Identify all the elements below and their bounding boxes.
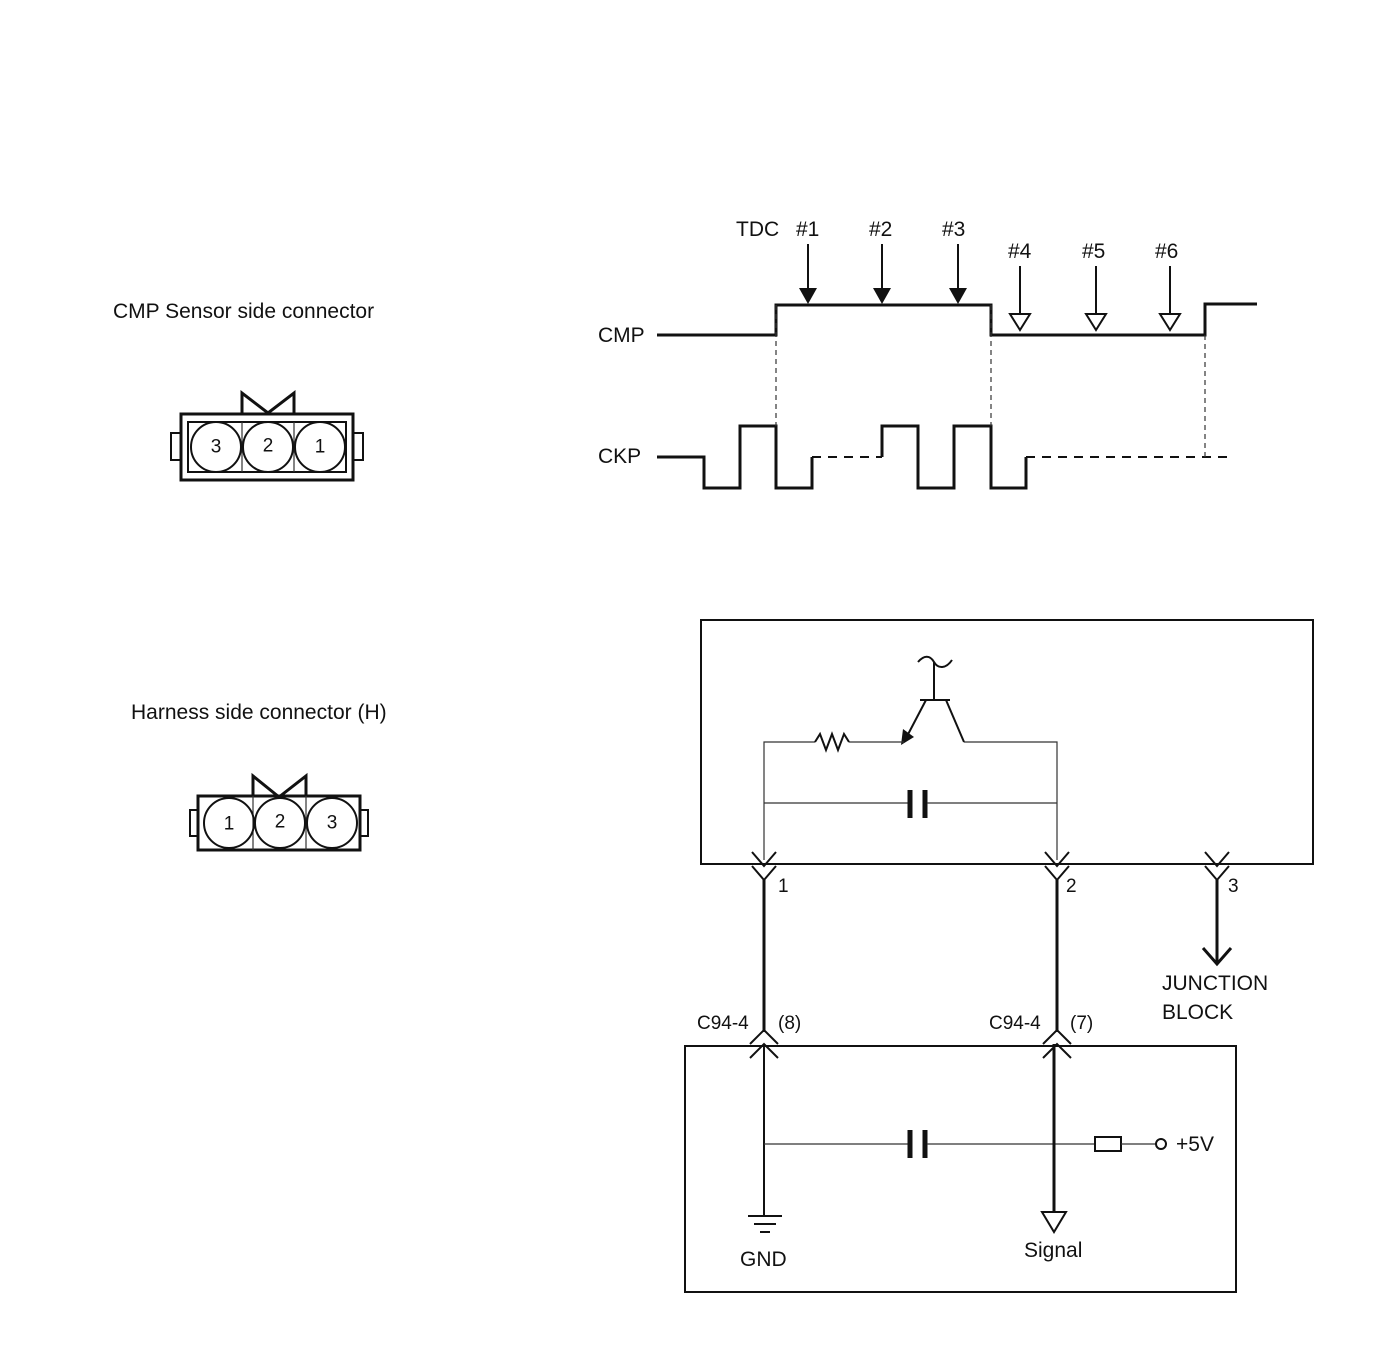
cmp-ckp-waveform: TDC #1 #2 #3 #4 #5 #6 (598, 218, 1257, 490)
resistor-icon (814, 731, 850, 753)
sensor-connector-body: 3 2 1 (170, 389, 364, 482)
pullup-resistor-icon (1094, 1136, 1122, 1152)
sensor-pin-label: 1 (315, 437, 326, 458)
sensor-pin-number: 3 (1228, 876, 1239, 897)
signal-label: Signal (1024, 1239, 1082, 1262)
sensor-box (700, 619, 1314, 865)
junction-label: JUNCTION (1162, 972, 1268, 995)
terminal-icon (1204, 851, 1230, 882)
filled-arrow-icon (873, 244, 891, 304)
hollow-arrow-icon (1158, 266, 1182, 332)
marker-label-2: #2 (869, 218, 892, 241)
capacitor-icon (907, 1130, 928, 1158)
connector-label-right: C94-4 (989, 1013, 1041, 1034)
harness-pin-label: 3 (327, 813, 338, 834)
cmp-trace (657, 302, 1257, 337)
capacitor-icon (907, 790, 928, 818)
supply-terminal-icon (1155, 1138, 1167, 1150)
arrow-down-icon (1201, 947, 1233, 967)
sensor-pin-1 (294, 421, 346, 473)
connector-pin-right: (7) (1070, 1013, 1093, 1034)
harness-pin-label: 2 (275, 812, 286, 833)
gnd-label: GND (740, 1248, 787, 1271)
harness-pin-2 (254, 797, 306, 849)
terminal-icon (1042, 1028, 1072, 1059)
harness-side-connector: Harness side connector (H) 1 2 3 (131, 701, 387, 852)
marker-label-1: #1 (796, 218, 819, 241)
ground-icon (748, 1215, 782, 1233)
hollow-arrow-icon (1008, 266, 1032, 332)
marker-label-5: #5 (1082, 240, 1105, 263)
marker-label-3: #3 (942, 218, 965, 241)
ecm-box (684, 1045, 1237, 1293)
ckp-trace (657, 424, 814, 490)
supply-label: +5V (1176, 1133, 1214, 1156)
harness-pin-3 (306, 797, 358, 849)
marker-label-4: #4 (1008, 240, 1032, 263)
junction-label: BLOCK (1162, 1001, 1233, 1024)
tdc-label: TDC (736, 218, 779, 241)
sensor-pin-number: 1 (778, 876, 789, 897)
sensor-pin-number: 2 (1066, 876, 1077, 897)
sensor-connector-title: CMP Sensor side connector (113, 300, 374, 323)
cmp-label: CMP (598, 324, 645, 347)
harness-connector-body: 1 2 3 (189, 772, 369, 852)
hollow-arrow-icon (1084, 266, 1108, 332)
connector-pin-left: (8) (778, 1013, 801, 1034)
ckp-label: CKP (598, 445, 641, 468)
ckp-trace (880, 424, 1028, 490)
sensor-pin-label: 2 (263, 436, 274, 457)
signal-arrow-icon (1040, 1211, 1068, 1234)
sensor-pin-3 (190, 421, 242, 473)
sensor-element-icon (901, 655, 965, 745)
harness-pin-label: 1 (224, 814, 235, 835)
sensor-pin-2 (242, 421, 294, 473)
sensor-circuit: 1 2 3 JUNCTION BLOCK (700, 619, 1314, 1032)
marker-label-6: #6 (1155, 240, 1178, 263)
filled-arrow-icon (949, 244, 967, 304)
filled-arrow-icon (799, 244, 817, 304)
ecm-circuit: C94-4 (8) C94-4 (7) GND (684, 1013, 1237, 1293)
sensor-pin-label: 3 (211, 437, 222, 458)
connector-label-left: C94-4 (697, 1013, 749, 1034)
sensor-side-connector: CMP Sensor side connector 3 2 1 (113, 300, 374, 482)
harness-connector-title: Harness side connector (H) (131, 701, 387, 724)
